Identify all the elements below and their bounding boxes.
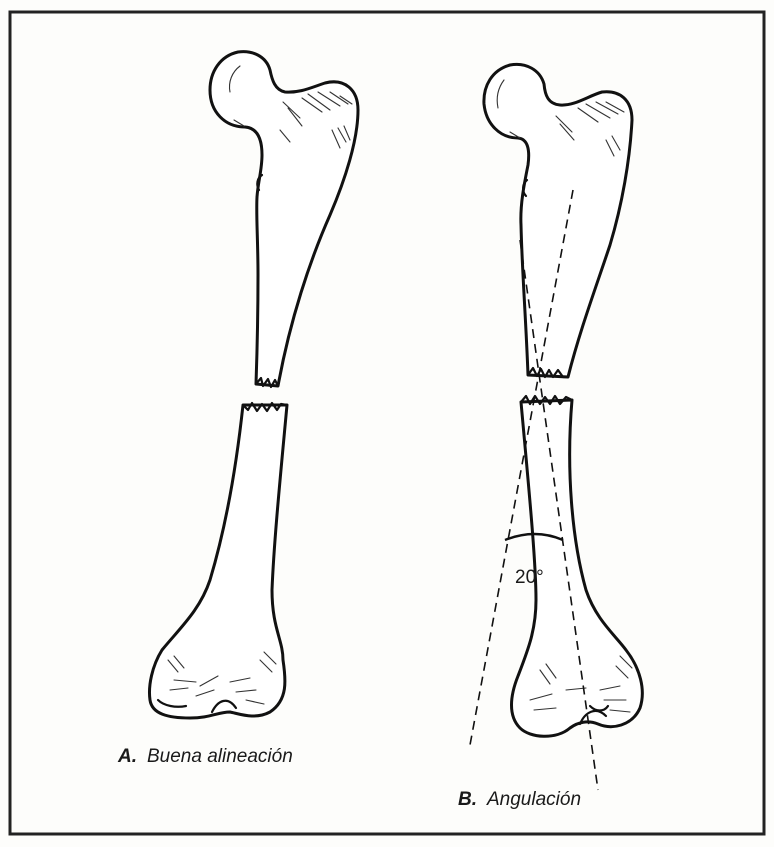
panel-a-caption-text: Buena alineación	[147, 746, 293, 767]
figure-border	[10, 12, 764, 834]
panel-b-proximal-fragment	[484, 64, 632, 377]
angle-label: 20°	[515, 567, 544, 588]
panel-a-caption: A. Buena alineación	[117, 746, 293, 767]
panel-b-angulation: 20° B. Angulación	[458, 64, 642, 810]
panel-a-letter: A.	[117, 746, 137, 767]
panel-b-letter: B.	[458, 789, 477, 810]
panel-b-caption-text: Angulación	[486, 789, 581, 810]
panel-b-caption: B. Angulación	[458, 789, 581, 810]
panel-a-good-alignment: A. Buena alineación	[117, 52, 358, 767]
panel-a-proximal-fragment	[210, 52, 358, 387]
panel-a-distal-fragment	[150, 403, 288, 718]
